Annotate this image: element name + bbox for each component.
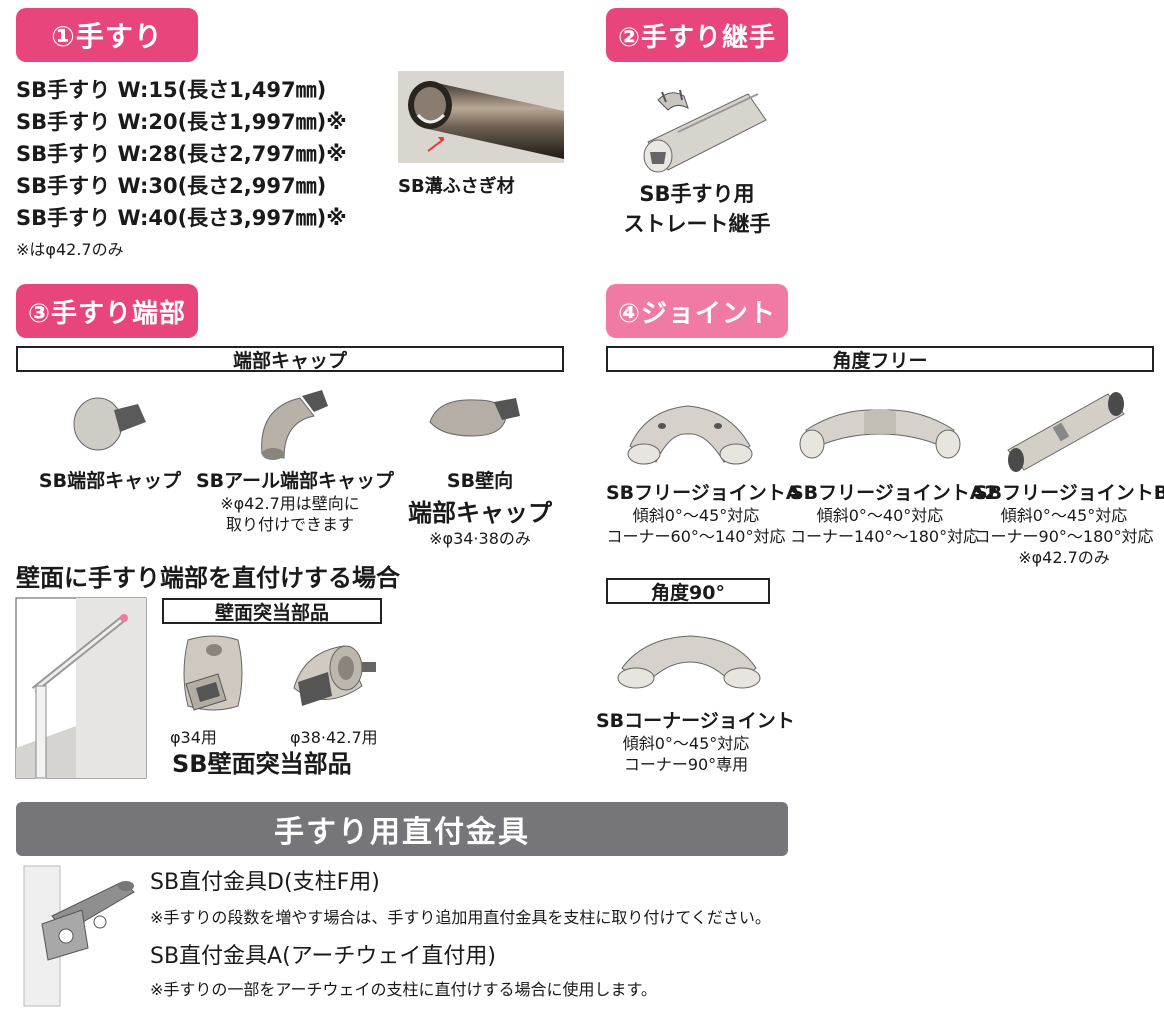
wall-end-cap-image (429, 398, 520, 437)
direct-mount-a-title: SB直付金具A(アーチウェイ直付用) (150, 944, 496, 969)
free-joint-b-spec-1: 傾斜0°〜45°対応 (1000, 506, 1128, 525)
free-joint-a2-name: SBフリージョイントA2 (790, 482, 998, 504)
r-end-cap-note-1: ※φ42.7用は壁向に (220, 494, 360, 513)
handrail-line-1: SB手すり W:15(長さ1,497㎜) (16, 78, 327, 102)
r-end-cap-caption: SBアール端部キャップ ※φ42.7用は壁向に 取り付けできます (196, 466, 395, 535)
handrail-line-4: SB手すり W:30(長さ2,997㎜) (16, 174, 327, 198)
handrail-line-2: SB手すり W:20(長さ1,997㎜)※ (16, 110, 347, 134)
corner-joint-caption: SBコーナージョイント 傾斜0°〜45°対応 コーナー90°専用 (596, 706, 795, 775)
wall-mount-heading: 壁面に手すり端部を直付けする場合 (16, 564, 400, 592)
wall-part-34-label: φ34用 (170, 728, 217, 747)
wall-end-cap-name-1: SB壁向 (446, 470, 514, 492)
wall-part-38-image (293, 645, 376, 706)
direct-mount-d-note: ※手すりの段数を増やす場合は、手すり追加用直付金具を支柱に取り付けてください。 (150, 908, 771, 927)
wall-part-34-image (183, 635, 243, 711)
free-joint-b-caption: SBフリージョイントB 傾斜0°〜45°対応 コーナー90°〜180°対応 ※φ… (974, 478, 1164, 568)
corner-joint-spec-1: 傾斜0°〜45°対応 (622, 734, 750, 753)
free-joint-b-note: ※φ42.7のみ (1018, 548, 1110, 567)
section-3-title: ③手すり端部 (16, 284, 198, 338)
free-joint-b-name: SBフリージョイントB (974, 482, 1164, 504)
section-1-title: ①手すり (16, 8, 198, 62)
straight-joint-image (643, 89, 767, 173)
handrail-note: ※はφ42.7のみ (16, 240, 124, 259)
direct-mount-band: 手すり用直付金具 (16, 802, 788, 856)
wall-mount-illustration (15, 597, 147, 779)
end-cap-name: SB端部キャップ (38, 470, 182, 492)
free-joint-a-image (627, 405, 753, 465)
free-joint-b-image (1007, 392, 1125, 472)
corner-joint-image (617, 635, 761, 689)
corner-joint-spec-2: コーナー90°専用 (623, 755, 749, 774)
free-joint-a2-image (799, 409, 961, 459)
wall-part-38-label: φ38·42.7用 (290, 728, 378, 747)
handrail-line-5: SB手すり W:40(長さ3,997㎜)※ (16, 206, 347, 230)
groove-cover-caption: SB溝ふさぎ材 (398, 176, 515, 197)
wall-end-cap-note: ※φ34·38のみ (429, 529, 531, 548)
free-joint-a-name: SBフリージョイントA (606, 482, 801, 504)
free-joint-a-spec-1: 傾斜0°〜45°対応 (632, 506, 760, 525)
wall-end-cap-name-2: 端部キャップ (408, 499, 552, 527)
end-cap-bar: 端部キャップ (16, 346, 564, 372)
free-joint-a2-spec-2: コーナー140°〜180°対応 (790, 527, 980, 546)
free-angle-bar: 角度フリー (606, 346, 1154, 372)
angle-90-bar: 角度90° (606, 578, 770, 604)
section-2-title: ②手すり継手 (606, 8, 788, 62)
free-joint-a2-spec-1: 傾斜0°〜40°対応 (816, 506, 944, 525)
end-cap-caption: SB端部キャップ (30, 466, 190, 493)
free-joint-a-spec-2: コーナー60°〜140°対応 (606, 527, 786, 546)
free-joint-a-caption: SBフリージョイントA 傾斜0°〜45°対応 コーナー60°〜140°対応 (606, 478, 801, 547)
direct-mount-image (23, 865, 135, 1007)
wall-end-cap-caption: SB壁向 端部キャップ ※φ34·38のみ (400, 466, 560, 549)
r-end-cap-image (261, 390, 328, 460)
section-4-title: ④ジョイント (606, 284, 788, 338)
free-joint-b-spec-2: コーナー90°〜180°対応 (974, 527, 1154, 546)
r-end-cap-note-2: 取り付けできます (225, 515, 354, 534)
straight-joint-caption-2: ストレート継手 (623, 212, 771, 236)
straight-joint-caption: SB手すり用 ストレート継手 (606, 178, 788, 238)
straight-joint-caption-1: SB手すり用 (639, 182, 755, 206)
direct-mount-a-note: ※手すりの一部をアーチウェイの支柱に直付けする場合に使用します。 (150, 980, 657, 999)
wall-part-caption: SB壁面突当部品 (172, 750, 352, 778)
r-end-cap-name: SBアール端部キャップ (196, 470, 395, 492)
free-joint-a2-caption: SBフリージョイントA2 傾斜0°〜40°対応 コーナー140°〜180°対応 (790, 478, 998, 547)
corner-joint-name: SBコーナージョイント (596, 710, 795, 732)
groove-cover-image (398, 71, 564, 163)
wall-part-bar: 壁面突当部品 (162, 598, 382, 624)
direct-mount-d-title: SB直付金具D(支柱F用) (150, 870, 380, 895)
handrail-line-3: SB手すり W:28(長さ2,797㎜)※ (16, 142, 347, 166)
end-cap-image (73, 397, 146, 451)
